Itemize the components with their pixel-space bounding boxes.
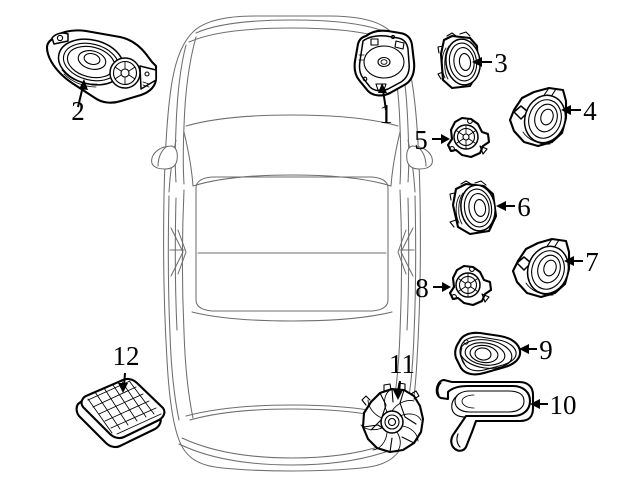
callout-labels: 1 2 3 4 5 6 7 8 9 10 11 12 (71, 48, 599, 420)
part-7-angled-speaker-housing-rear (511, 237, 571, 299)
leader-lines (77, 57, 583, 409)
part-12-grille-mesh-panel (75, 377, 166, 449)
part-6-round-speaker-rear (449, 180, 498, 236)
callout-label-9: 9 (539, 335, 553, 365)
part-9-teardrop-speaker (454, 331, 522, 376)
part-2-dual-speaker-assembly (45, 29, 158, 104)
callout-label-11: 11 (389, 349, 415, 379)
callout-label-1: 1 (379, 99, 393, 129)
part-1-amplifier-module (353, 29, 416, 97)
callout-label-10: 10 (550, 390, 577, 420)
callout-label-7: 7 (585, 247, 599, 277)
callout-label-3: 3 (494, 48, 508, 78)
callout-label-12: 12 (113, 341, 140, 371)
part-4-angled-speaker-housing (508, 86, 568, 148)
callout-label-4: 4 (583, 96, 597, 126)
part-11-subwoofer-assembly (360, 382, 425, 454)
part-8-tweeter-rear (448, 264, 493, 307)
callout-label-8: 8 (415, 273, 429, 303)
callout-label-2: 2 (71, 96, 85, 126)
callout-label-6: 6 (517, 192, 531, 222)
part-5-tweeter (446, 116, 491, 159)
callout-label-5: 5 (414, 125, 428, 155)
part-10-speaker-cover-trim (435, 378, 535, 452)
